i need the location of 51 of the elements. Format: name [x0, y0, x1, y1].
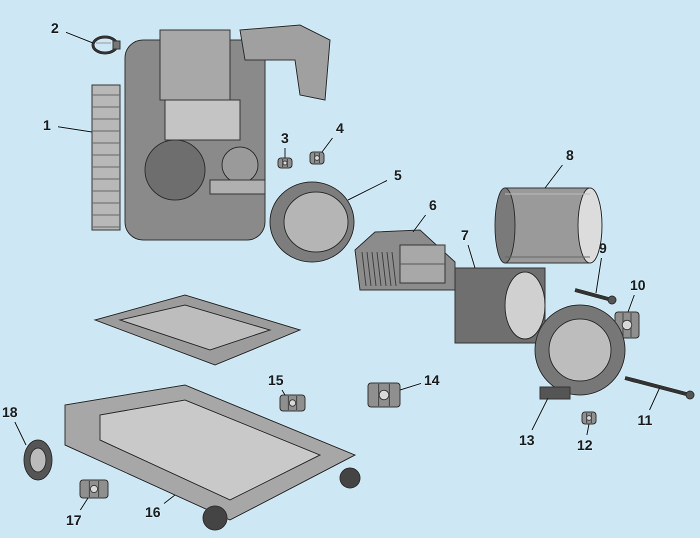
- callout-number: 15: [268, 372, 284, 388]
- fitting-drawing: [278, 158, 292, 168]
- callout-number: 9: [599, 240, 607, 256]
- leader-line: [468, 244, 476, 268]
- leader-line: [58, 126, 92, 132]
- bolt-drawing: [574, 288, 616, 304]
- end-bracket-drawing: [534, 304, 626, 400]
- callout-number: 18: [2, 404, 18, 420]
- leader-line: [14, 422, 26, 446]
- bracket-drawing: [368, 382, 400, 408]
- leader-line: [400, 382, 422, 390]
- callout-number: 8: [566, 147, 574, 163]
- callout-number: 7: [461, 227, 469, 243]
- leader-line: [322, 138, 333, 152]
- callout-number: 12: [577, 437, 593, 453]
- nut-drawing: [310, 152, 324, 164]
- bolt-drawing: [624, 376, 694, 400]
- callout-number: 14: [424, 372, 440, 388]
- callout-number: 1: [43, 117, 51, 133]
- rotor-drawing: [354, 230, 456, 290]
- leader-line: [66, 32, 94, 44]
- callout-number: 16: [145, 504, 161, 520]
- callout-number: 2: [51, 20, 59, 36]
- callout-number: 10: [630, 277, 646, 293]
- leader-line: [348, 180, 388, 200]
- stator-housing-drawing: [270, 182, 354, 262]
- frame-drawing: [64, 384, 360, 530]
- callout-number: 4: [336, 120, 344, 136]
- air-filter-drawing: [92, 84, 120, 230]
- leader-line: [649, 386, 660, 410]
- leader-line: [412, 214, 426, 232]
- callout-number: 3: [281, 130, 289, 146]
- hose-clamp-drawing: [92, 36, 120, 54]
- screw-drawing: [582, 412, 596, 424]
- leader-line: [586, 424, 590, 436]
- bracket-drawing: [280, 394, 306, 412]
- callout-number: 5: [394, 167, 402, 183]
- callout-number: 13: [519, 432, 535, 448]
- leader-line: [544, 164, 563, 188]
- switch-drawing: [80, 480, 108, 498]
- leader-line: [282, 390, 286, 396]
- wheel-drawing: [24, 440, 52, 480]
- leader-line: [284, 148, 286, 158]
- leader-line: [628, 294, 635, 312]
- callout-number: 17: [66, 512, 82, 528]
- leader-line: [80, 498, 88, 510]
- callout-number: 6: [429, 197, 437, 213]
- leader-line: [596, 258, 602, 294]
- leader-line: [164, 494, 176, 504]
- callout-number: 11: [638, 412, 652, 428]
- stator-drawing: [454, 268, 546, 344]
